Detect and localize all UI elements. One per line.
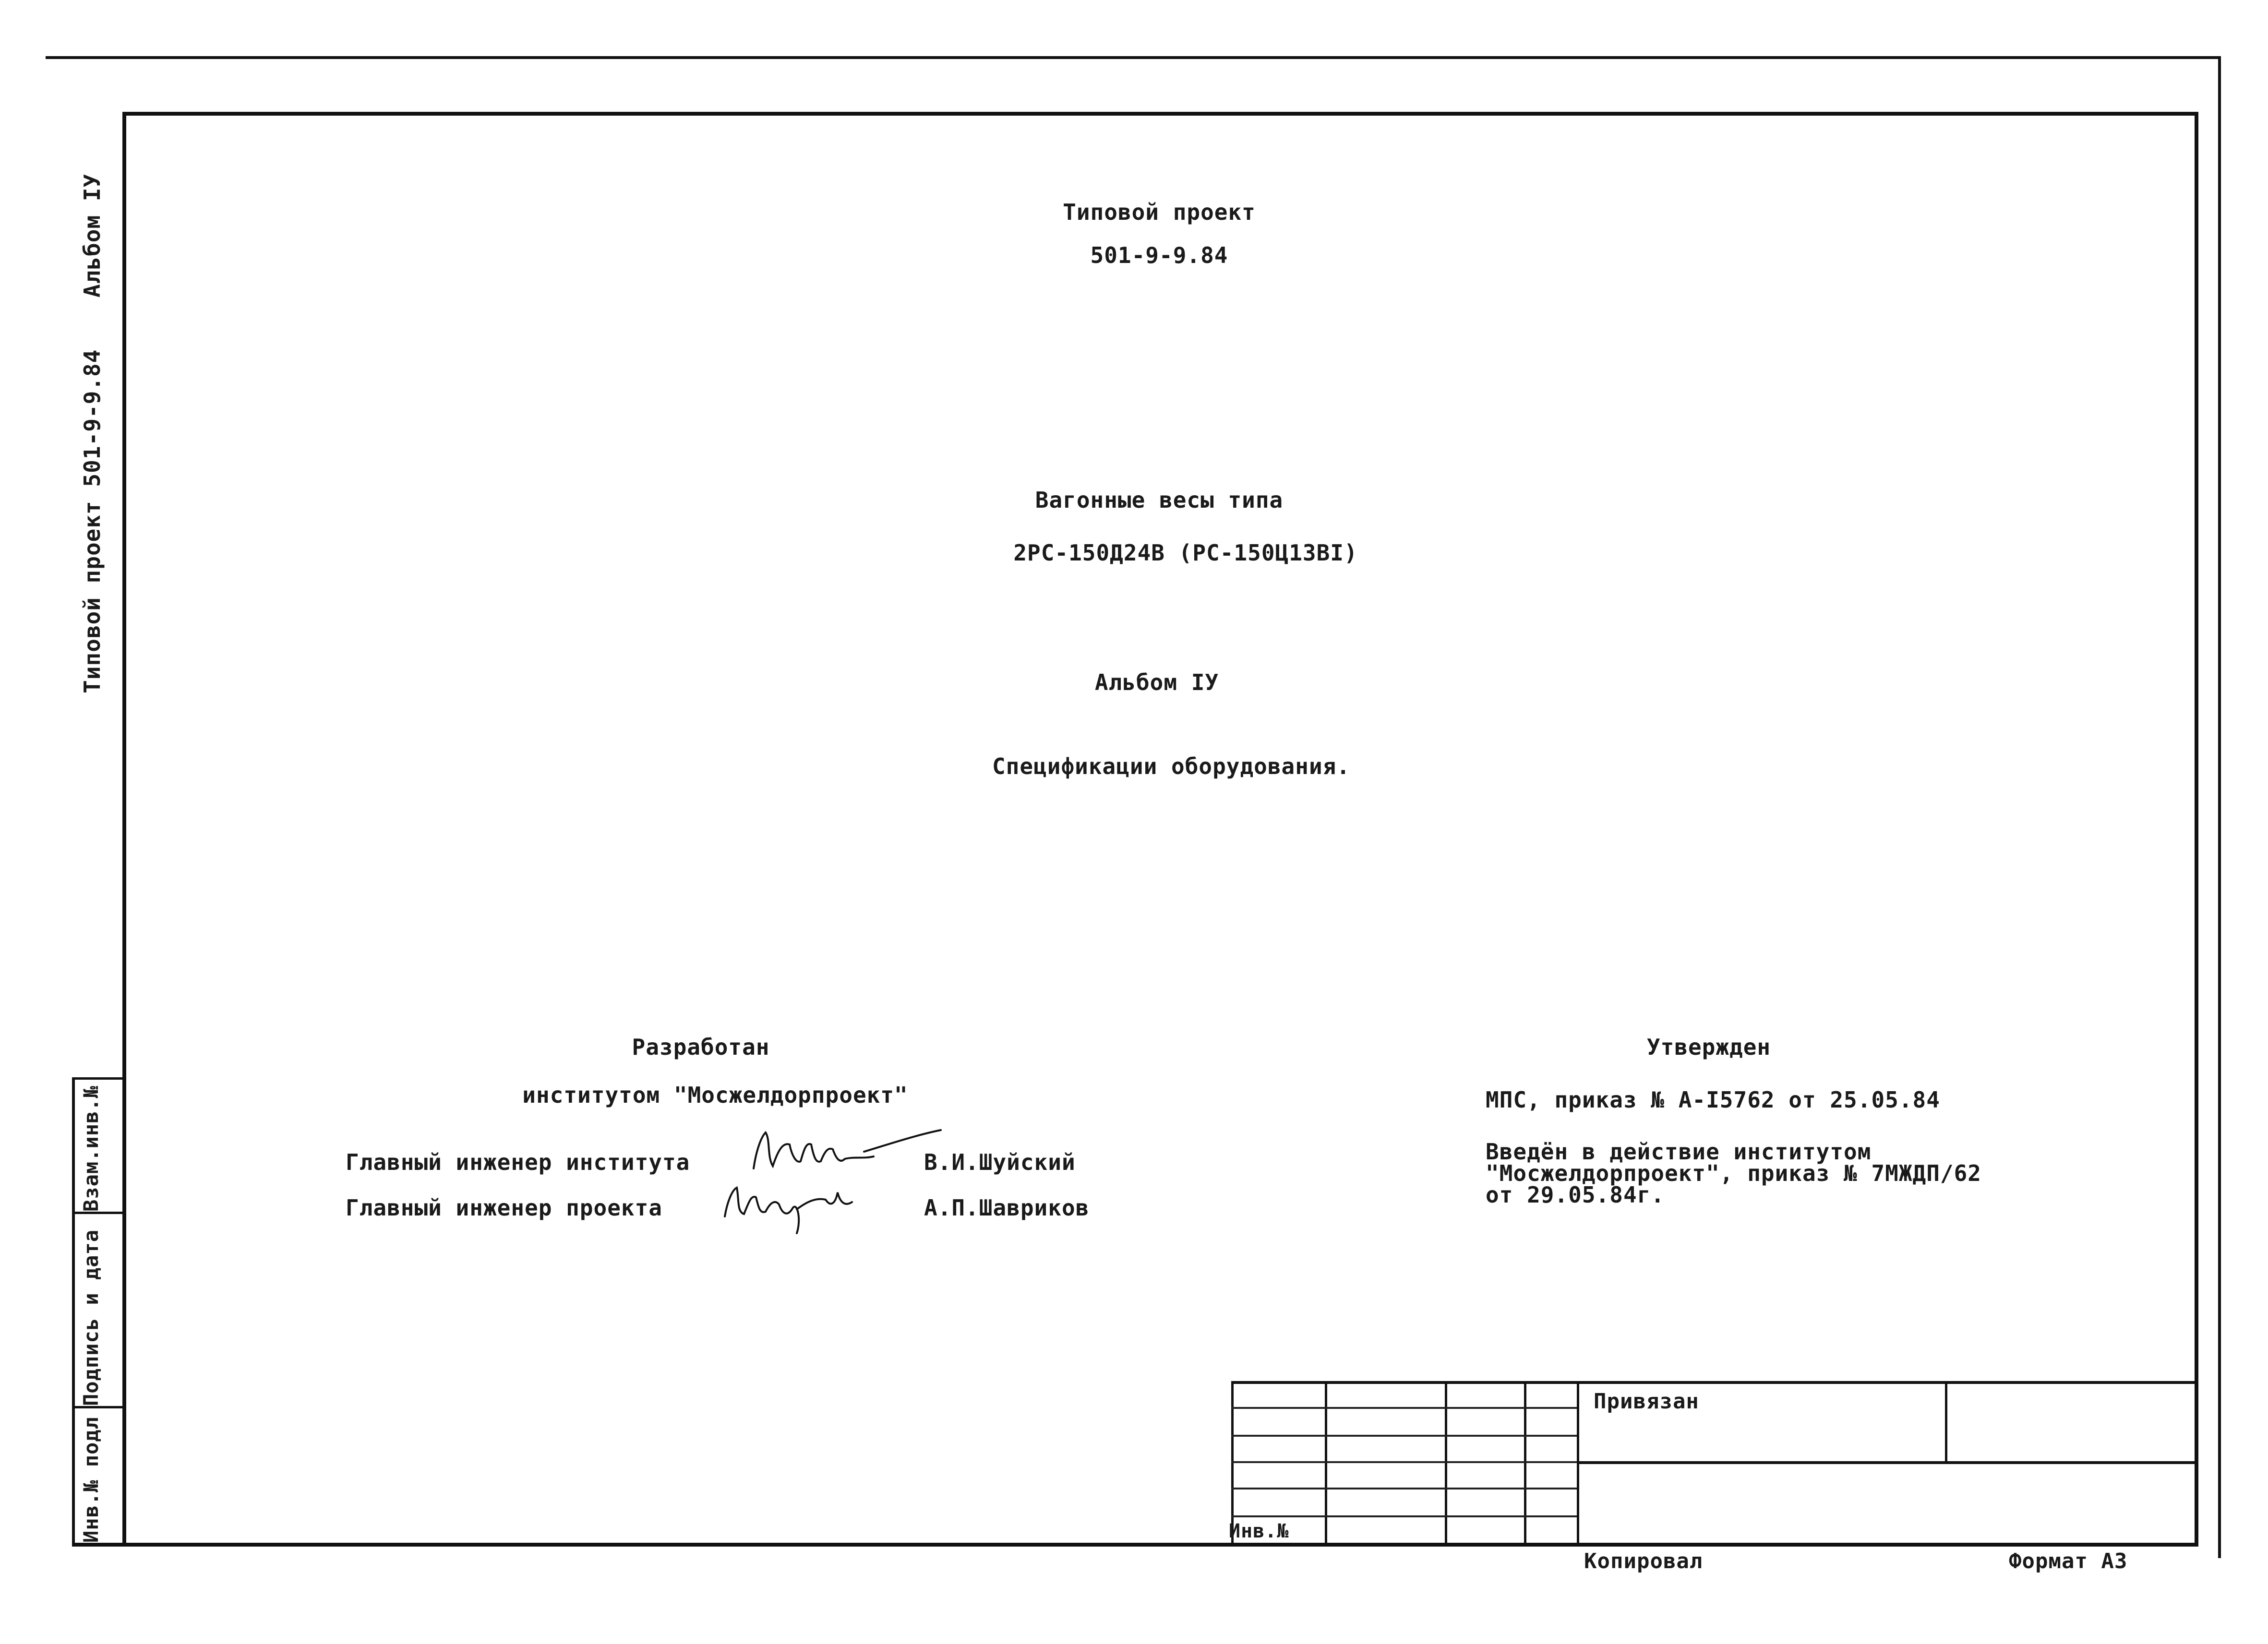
side-album-label: Альбом IУ <box>79 173 105 298</box>
chief-engineer-institute-name: В.И.Шуйский <box>924 1149 1076 1175</box>
signature-institute-engineer <box>753 1129 942 1169</box>
chief-engineer-institute-role: Главный инженер института <box>346 1149 690 1175</box>
copied-by-label: Копировал <box>1584 1549 1703 1573</box>
tb-col-1 <box>1325 1381 1327 1547</box>
signature-project-engineer <box>724 1186 853 1234</box>
stamp-divider-1 <box>72 1077 126 1080</box>
tb-row-2 <box>1231 1435 1577 1437</box>
tb-row-4 <box>1231 1488 1577 1489</box>
tb-row-3 <box>1231 1461 1577 1463</box>
enactment-line-3: от 29.05.84г. <box>1486 1182 1665 1208</box>
stamp-replacement-cell: Взам.инв.№ <box>79 1085 103 1212</box>
enactment-line-1: Введён в действие институтом <box>1486 1139 1872 1165</box>
bound-label: Привязан <box>1594 1389 1699 1414</box>
enactment-line-2: "Мосжелдорпроект", приказ № 7МЖДП/62 <box>1486 1160 1981 1186</box>
tb-right-split <box>1577 1461 2198 1464</box>
right-cut-line <box>2218 56 2221 1558</box>
developer-institute: институтом "Мосжелдорпроект" <box>522 1082 908 1108</box>
tb-col-5 <box>1945 1381 1947 1463</box>
tb-row-5 <box>1231 1515 1577 1517</box>
project-number: 501-9-9.84 <box>1090 242 1228 268</box>
inventory-label: Инв.№ <box>1229 1520 1289 1542</box>
format-label: Формат А3 <box>2009 1549 2128 1573</box>
stamp-left-edge <box>72 1077 75 1547</box>
tb-col-3 <box>1524 1381 1526 1547</box>
frame-left <box>122 112 126 1547</box>
stamp-divider-3 <box>72 1406 126 1408</box>
tb-left <box>1231 1381 1234 1547</box>
product-name: Вагонные весы типа <box>1035 487 1284 513</box>
frame-bottom <box>72 1543 2198 1547</box>
chief-engineer-project-role: Главный инженер проекта <box>346 1195 662 1221</box>
frame-top <box>122 112 2198 116</box>
stamp-signature-date-cell: Подпись и дата <box>79 1229 103 1406</box>
project-title: Типовой проект <box>1063 199 1256 225</box>
chief-engineer-project-name: А.П.Шавриков <box>924 1195 1090 1221</box>
developed-heading: Разработан <box>632 1034 770 1060</box>
frame-right <box>2195 112 2198 1547</box>
product-type: 2РС-150Д24В (РС-150Ц13ВI) <box>1013 540 1358 566</box>
approval-order: МПС, приказ № А-I5762 от 25.05.84 <box>1486 1087 1940 1113</box>
tb-row-1 <box>1231 1407 1577 1409</box>
album-title: Альбом IУ <box>1094 669 1219 695</box>
tb-col-2 <box>1445 1381 1447 1547</box>
tb-top <box>1231 1381 2198 1384</box>
stamp-divider-2 <box>72 1212 126 1214</box>
side-project-label: Типовой проект 501-9-9.84 <box>79 349 105 693</box>
top-cut-line <box>46 56 2221 59</box>
album-subtitle: Спецификации оборудования. <box>992 753 1351 779</box>
stamp-original-inventory-cell: Инв.№ подл <box>79 1417 103 1543</box>
approved-heading: Утвержден <box>1646 1034 1771 1060</box>
